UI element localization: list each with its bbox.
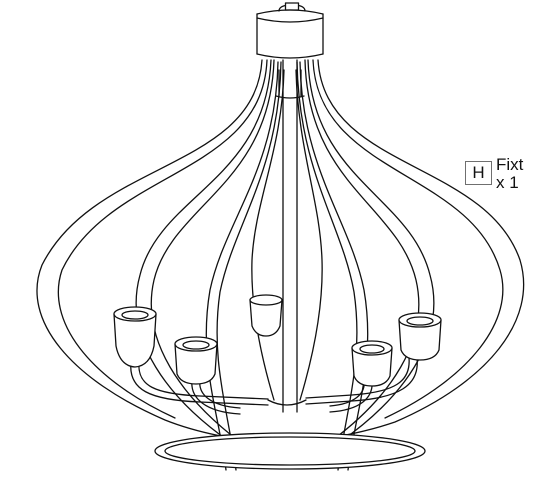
ceiling-canopy <box>256 2 324 59</box>
candle-cups <box>113 294 442 387</box>
part-letter: H <box>472 163 485 182</box>
bottom-ring <box>154 432 426 470</box>
part-quantity-label: x 1 <box>496 173 519 192</box>
part-letter-box: H <box>465 161 492 185</box>
frame-arms <box>36 59 525 471</box>
part-name-label: Fixt <box>496 155 524 174</box>
